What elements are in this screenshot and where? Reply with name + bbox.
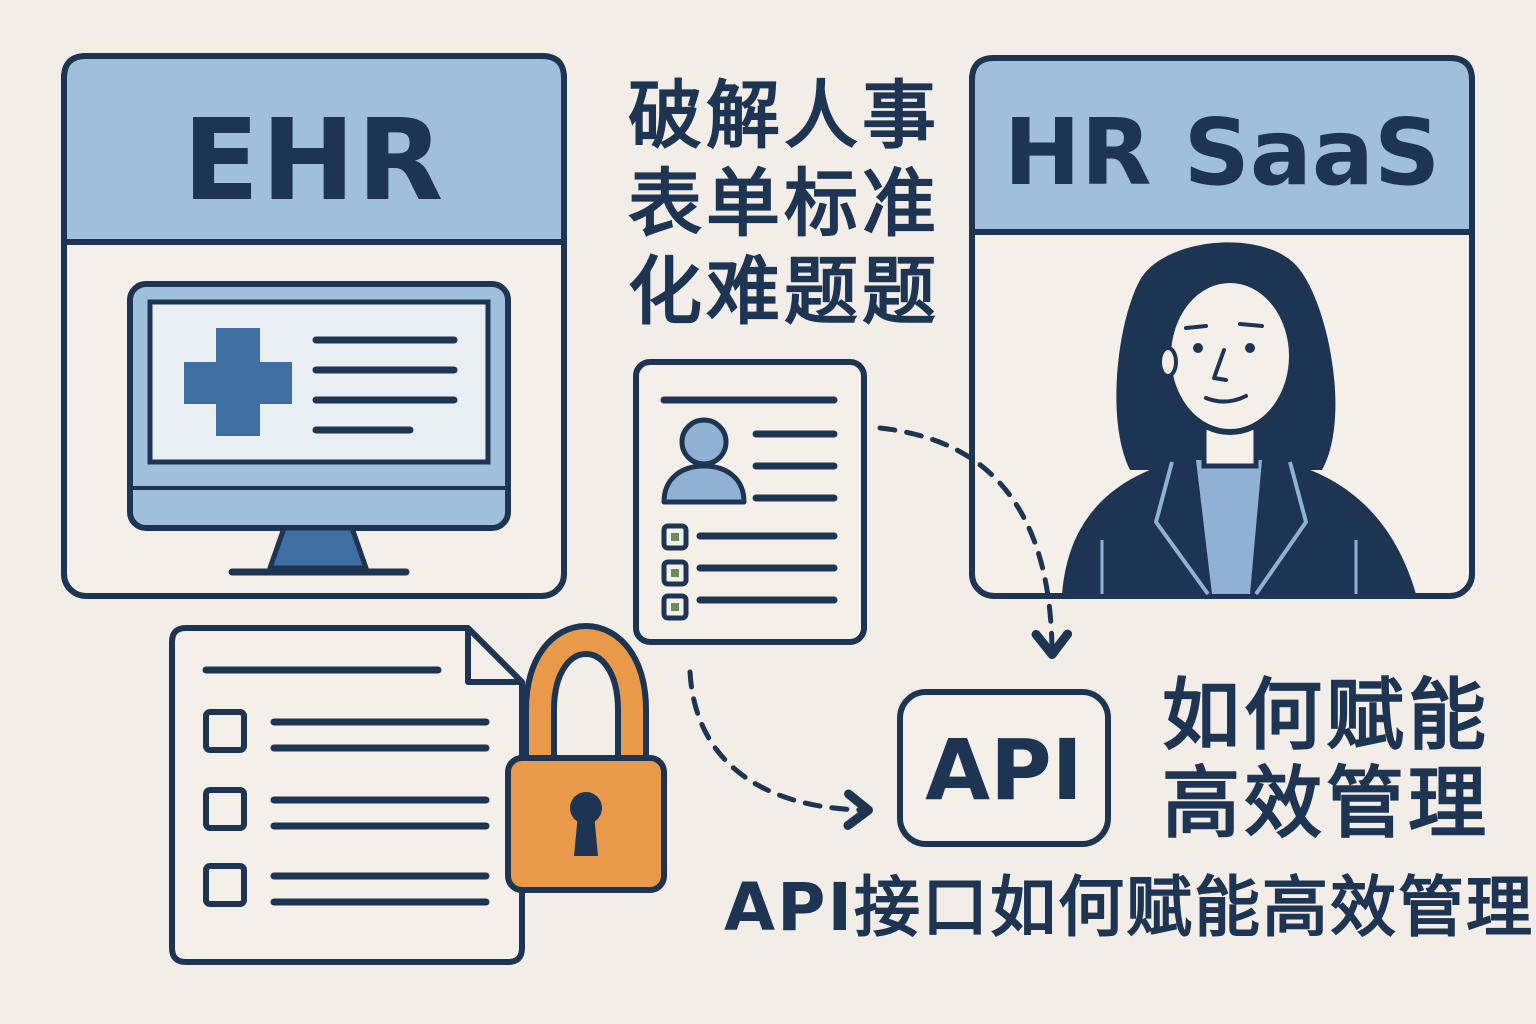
medical-cross-monitor-icon: [127, 281, 511, 576]
employee-form-card: [633, 359, 867, 645]
padlock-icon: [505, 622, 667, 893]
api-box: [897, 689, 1111, 847]
api-label: API: [925, 721, 1083, 819]
ehr-panel-title: EHR: [182, 96, 446, 226]
secure-document: [169, 622, 667, 965]
person-avatar-icon: [661, 417, 747, 505]
side-text-line-2: 高效管理: [1162, 759, 1491, 849]
headline-line-3: 化难题题: [628, 249, 940, 335]
headline-line-1: 破解人事: [628, 73, 940, 159]
bottom-question: API接口如何赋能高效管理?: [724, 869, 1536, 946]
saas-panel-title: HR SaaS: [1003, 99, 1441, 206]
ehr-panel: [61, 53, 567, 599]
form-to-api-lower-arrow: [687, 669, 873, 830]
form-to-api-arrow: [877, 425, 1073, 659]
side-text-line-1: 如何赋能: [1162, 671, 1491, 761]
saas-panel: [969, 55, 1475, 599]
hr-manager-portrait: [1062, 242, 1416, 596]
headline-line-2: 表单标准: [628, 161, 940, 247]
